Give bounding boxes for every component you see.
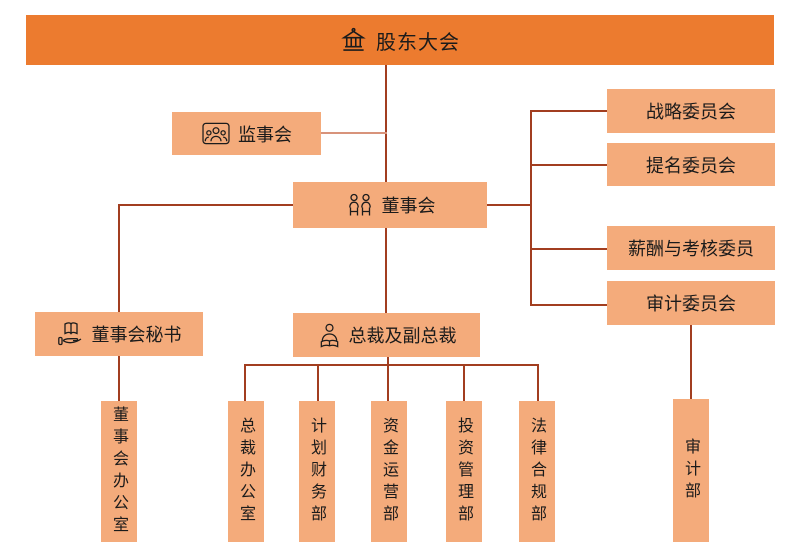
node-audit-committee[interactable]: 审计委员会 — [607, 281, 775, 325]
node-planning-finance-dept[interactable]: 计划财务部 — [299, 401, 335, 542]
connector-president-stub — [387, 357, 389, 366]
node-investment-management-dept[interactable]: 投资管理部 — [446, 401, 482, 542]
bank-icon — [340, 27, 367, 54]
node-label-compensation-committee: 薪酬与考核委员 — [628, 239, 754, 260]
connector-compensation-branch — [530, 248, 607, 250]
node-board-of-directors[interactable]: 董事会 — [293, 182, 487, 228]
node-label-audit-dept: 审计部 — [682, 437, 701, 504]
node-label-planning-finance: 计划财务部 — [308, 416, 327, 527]
node-compensation-committee[interactable]: 薪酬与考核委员 — [607, 226, 775, 270]
node-president[interactable]: 总裁及副总裁 — [293, 313, 480, 357]
node-shareholders-meeting[interactable]: 股东大会 — [26, 15, 774, 65]
node-label-capital-operations: 资金运营部 — [380, 416, 399, 527]
node-strategy-committee[interactable]: 战略委员会 — [607, 89, 775, 133]
node-label-secretary: 董事会秘书 — [91, 325, 182, 346]
node-label-board: 董事会 — [381, 196, 436, 217]
node-legal-compliance-dept[interactable]: 法律合规部 — [519, 401, 555, 542]
node-nomination-committee[interactable]: 提名委员会 — [607, 143, 775, 186]
connector-drop-president-office — [244, 364, 246, 401]
group-frame-icon — [201, 121, 231, 146]
connector-board-right — [487, 204, 531, 206]
node-label-board-office: 董事会办公室 — [110, 405, 129, 538]
node-label-supervisory: 监事会 — [238, 124, 292, 146]
node-capital-operations-dept[interactable]: 资金运营部 — [371, 401, 407, 542]
node-label-president: 总裁及副总裁 — [348, 326, 457, 347]
node-label-strategy-committee: 战略委员会 — [646, 102, 736, 123]
node-label-investment-management: 投资管理部 — [455, 416, 474, 527]
connector-dept-bus — [244, 364, 539, 366]
book-hand-icon — [57, 321, 85, 348]
two-people-icon — [345, 193, 375, 218]
node-board-secretary[interactable]: 董事会秘书 — [35, 312, 203, 356]
connector-supervisory — [321, 132, 387, 134]
node-label-legal-compliance: 法律合规部 — [528, 416, 547, 527]
node-label-nomination-committee: 提名委员会 — [646, 155, 736, 177]
connector-drop-capital — [387, 364, 389, 401]
connector-secretary-riser — [118, 204, 120, 312]
connector-board-president — [385, 228, 387, 313]
connector-committee-bus — [530, 110, 532, 306]
connector-nomination-branch — [530, 164, 607, 166]
connector-auditcommittee-auditdept — [690, 325, 692, 399]
node-label-president-office: 总裁办公室 — [237, 416, 256, 527]
connector-drop-investment — [463, 364, 465, 401]
person-book-icon — [317, 322, 342, 349]
node-label-shareholders: 股东大会 — [376, 29, 460, 54]
connector-secretary-office — [118, 356, 120, 401]
node-board-office[interactable]: 董事会办公室 — [101, 401, 137, 542]
connector-root-board — [385, 65, 387, 182]
connector-strategy-branch — [530, 110, 607, 112]
connector-drop-finance — [317, 364, 319, 401]
connector-board-left — [118, 204, 293, 206]
connector-auditcommittee-branch — [530, 304, 607, 306]
connector-drop-legal — [537, 364, 539, 401]
node-president-office[interactable]: 总裁办公室 — [228, 401, 264, 542]
node-audit-dept[interactable]: 审计部 — [673, 399, 709, 542]
node-supervisory-board[interactable]: 监事会 — [172, 112, 321, 155]
node-label-audit-committee: 审计委员会 — [646, 294, 736, 315]
